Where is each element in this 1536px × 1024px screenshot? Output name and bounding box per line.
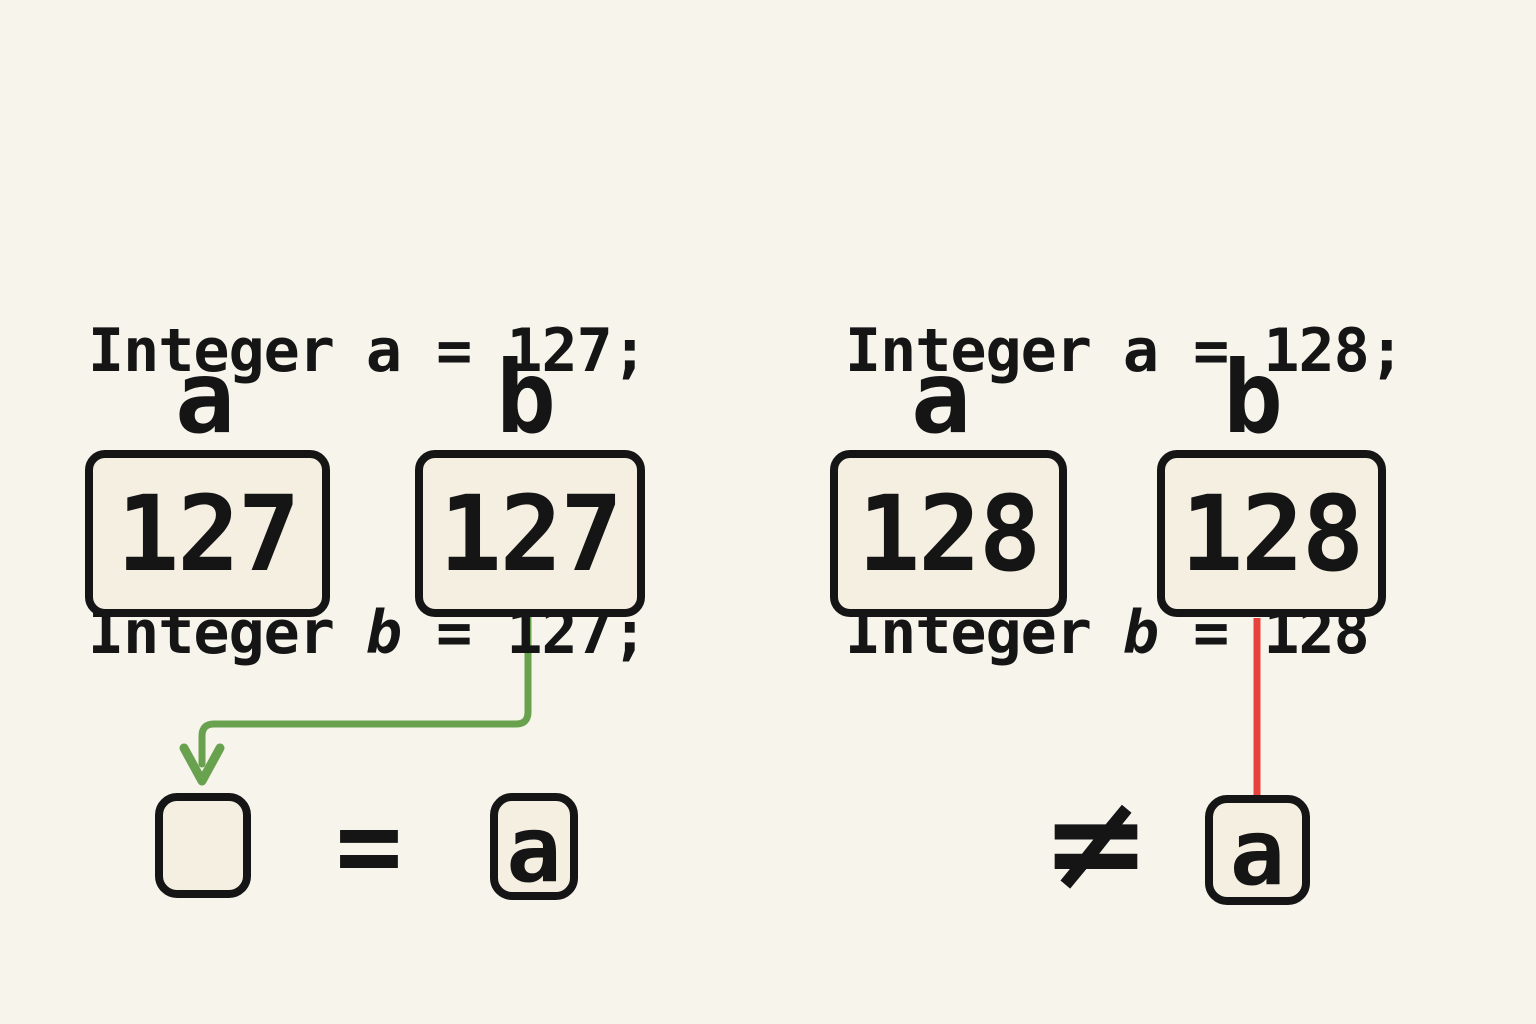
value-box-b-right: 128 bbox=[1157, 450, 1386, 617]
reference-label: a bbox=[1229, 799, 1286, 906]
operator-not-equals: ≠ bbox=[1040, 766, 1152, 920]
code-rest: = 127; bbox=[401, 316, 648, 386]
value-box-a-left: 127 bbox=[85, 450, 330, 617]
code-line: Integer a = 128; bbox=[845, 304, 1405, 398]
code-line: Integer a = 127; bbox=[88, 304, 648, 398]
reference-box-a-right: a bbox=[1205, 795, 1310, 905]
value-text: 127 bbox=[116, 472, 301, 595]
reference-label: a bbox=[506, 795, 562, 903]
reference-box-a-left: a bbox=[490, 793, 578, 900]
assignment-arrow-green bbox=[198, 613, 532, 768]
variable-label-a-left: a bbox=[174, 339, 236, 456]
code-rest: = 128; bbox=[1158, 316, 1405, 386]
value-text: 128 bbox=[1180, 472, 1365, 595]
value-box-a-right: 128 bbox=[830, 450, 1067, 617]
variable-label-b-left: b bbox=[495, 339, 557, 456]
code-block-left: Integer a = 127; Integer b = 127; bbox=[88, 116, 648, 868]
code-var: a bbox=[1122, 316, 1159, 386]
variable-label-b-right: b bbox=[1222, 339, 1284, 456]
code-var: a bbox=[365, 316, 402, 386]
operator-equals: = bbox=[335, 781, 403, 911]
code-var: b bbox=[365, 598, 402, 668]
code-var: b bbox=[1122, 598, 1159, 668]
value-box-b-left: 127 bbox=[415, 450, 645, 617]
variable-label-a-right: a bbox=[910, 339, 972, 456]
arrowhead-green-icon bbox=[179, 743, 225, 786]
value-text: 127 bbox=[439, 472, 623, 595]
code-keyword: Integer bbox=[845, 316, 1092, 386]
value-text: 128 bbox=[857, 472, 1042, 595]
result-box-empty-left bbox=[155, 793, 251, 898]
code-keyword: Integer bbox=[88, 316, 335, 386]
